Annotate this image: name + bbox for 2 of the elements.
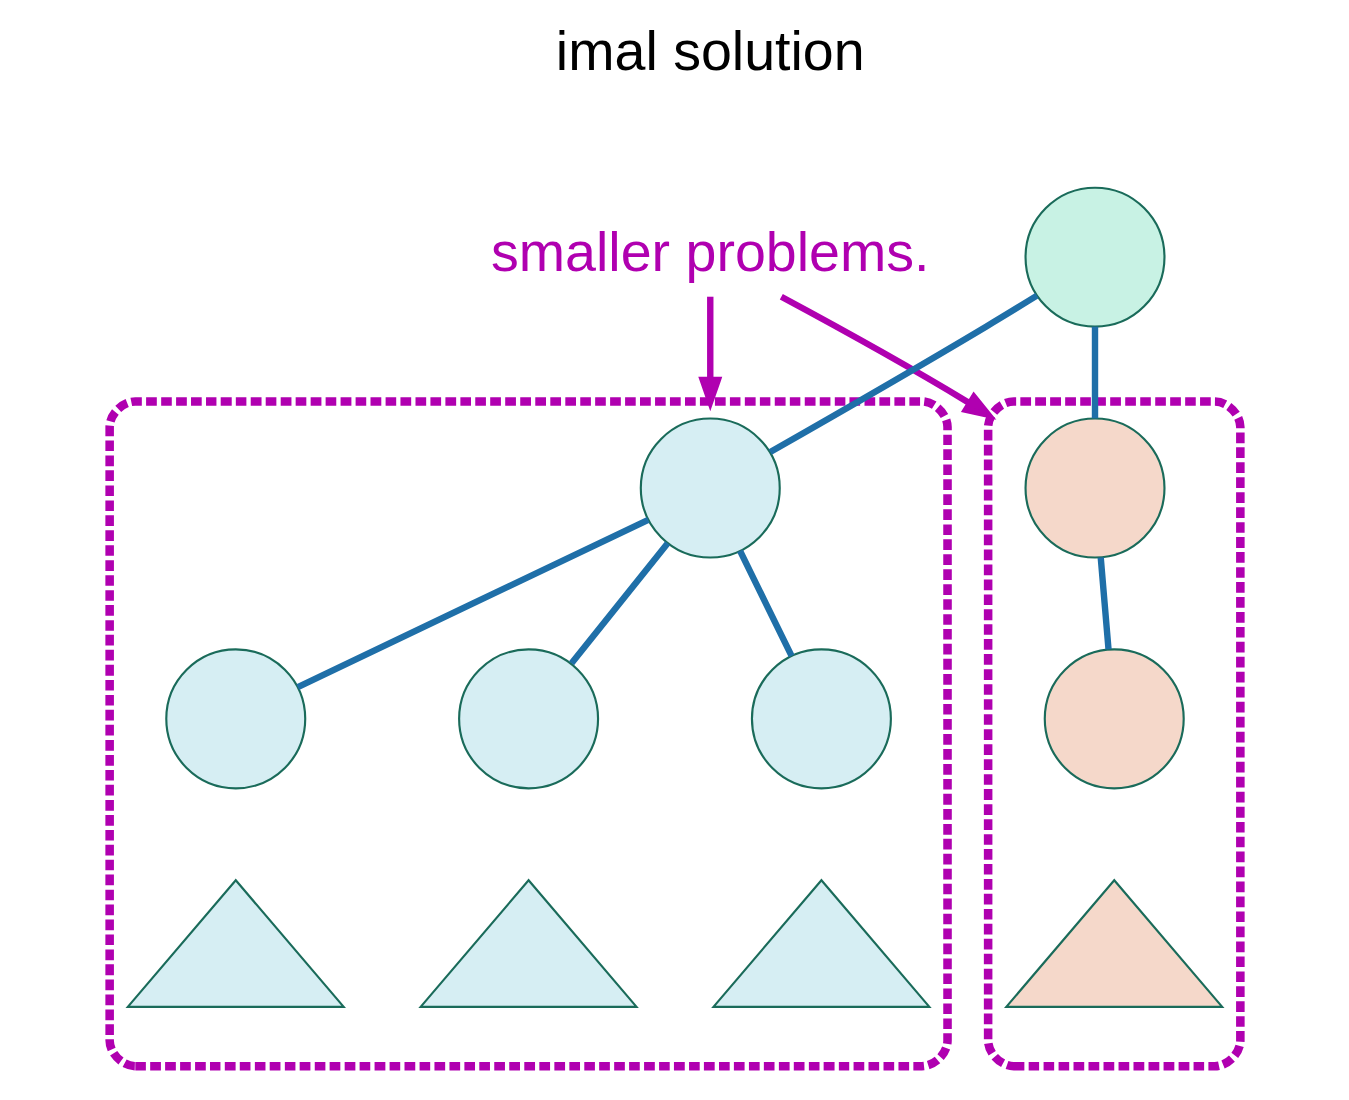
node-text: smaller problems. [490, 220, 929, 283]
label: imal solution [555, 19, 865, 82]
